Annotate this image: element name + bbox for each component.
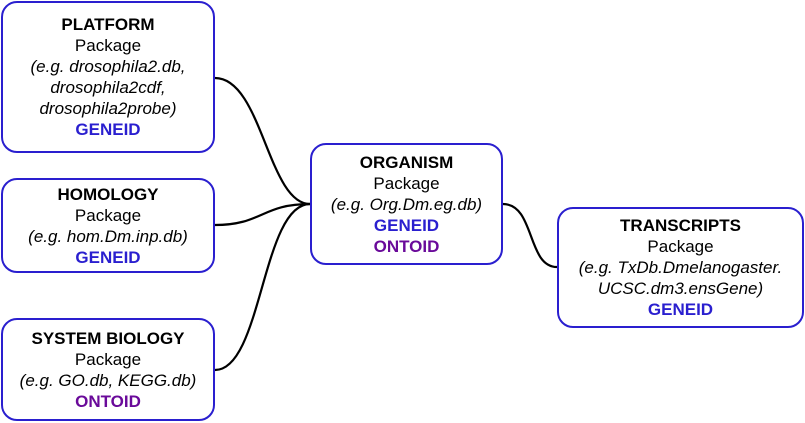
organism-package-node: ORGANISM Package (e.g. Org.Dm.eg.db) GEN…: [310, 143, 503, 265]
node-title: ORGANISM: [359, 152, 454, 172]
node-examples: (e.g. TxDb.Dmelanogaster. UCSC.dm3.ensGe…: [579, 257, 782, 299]
node-example-line: (e.g. Org.Dm.eg.db): [330, 194, 483, 214]
node-example-line: (e.g. hom.Dm.inp.db): [28, 226, 188, 246]
node-id-label: ONTOID: [373, 236, 440, 256]
node-example-line: drosophila2probe): [39, 99, 177, 118]
node-kind: Package: [74, 36, 142, 55]
platform-package-node: PLATFORM Package (e.g. drosophila2.db, d…: [1, 1, 215, 153]
node-title: SYSTEM BIOLOGY: [31, 328, 185, 348]
node-kind: Package: [373, 173, 440, 193]
node-examples: (e.g. drosophila2.db, drosophila2cdf, dr…: [31, 56, 186, 119]
node-example-line: (e.g. drosophila2.db,: [30, 57, 186, 76]
node-example-line: (e.g. TxDb.Dmelanogaster.: [578, 258, 783, 277]
connector-homology-organism: [214, 202, 311, 227]
node-example-line: UCSC.dm3.ensGene): [597, 279, 764, 298]
system-biology-package-node: SYSTEM BIOLOGY Package (e.g. GO.db, KEGG…: [1, 318, 215, 421]
node-example-line: drosophila2cdf,: [50, 78, 166, 97]
node-example-line: (e.g. GO.db, KEGG.db): [19, 370, 197, 390]
connector-organism-transcripts: [502, 202, 558, 269]
connector-platform-organism: [214, 76, 311, 206]
node-kind: Package: [647, 237, 714, 256]
node-id-label: ONTOID: [75, 391, 141, 411]
node-id-label: GENEID: [647, 300, 714, 319]
node-title: HOMOLOGY: [57, 184, 159, 204]
transcripts-package-node: TRANSCRIPTS Package (e.g. TxDb.Dmelanoga…: [557, 207, 804, 328]
node-title: PLATFORM: [61, 15, 155, 34]
connector-sysbio-organism: [214, 202, 311, 372]
node-id-label: GENEID: [75, 247, 141, 267]
node-kind: Package: [74, 205, 142, 225]
node-kind: Package: [74, 349, 142, 369]
node-id-label: GENEID: [75, 120, 141, 139]
node-id-label: GENEID: [373, 215, 440, 235]
node-title: TRANSCRIPTS: [620, 216, 741, 235]
homology-package-node: HOMOLOGY Package (e.g. hom.Dm.inp.db) GE…: [1, 178, 215, 273]
